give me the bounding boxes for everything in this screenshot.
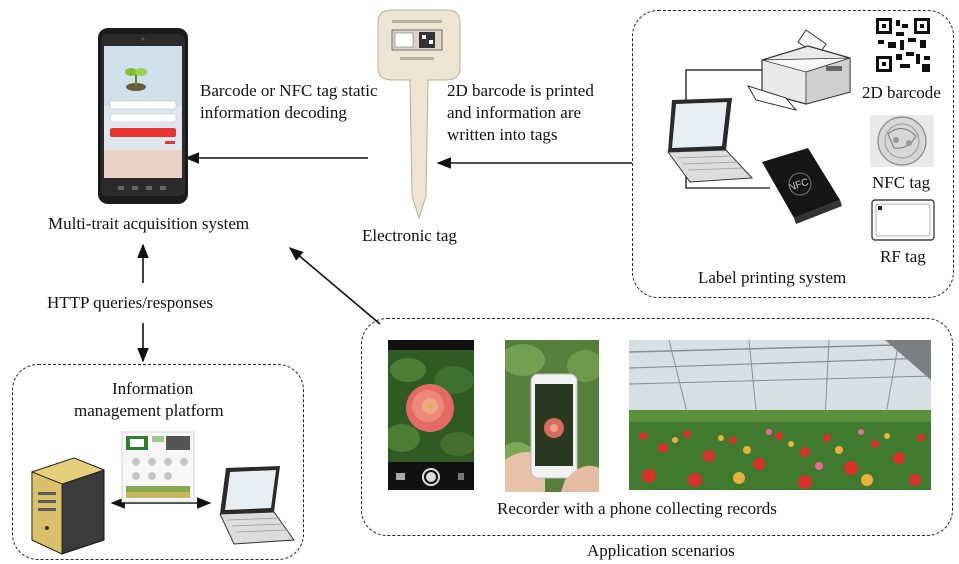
greenhouse-photo	[629, 340, 931, 490]
camera-app-photo	[388, 340, 474, 490]
printed-label-line3: written into tags	[447, 125, 558, 144]
info-platform-label-line2: management platform	[74, 401, 224, 420]
application-scenarios-label: Application scenarios	[587, 541, 735, 560]
http-label: HTTP queries/responses	[47, 293, 214, 312]
application-scenarios-box	[361, 318, 953, 536]
barcode-2d-label: 2D barcode	[862, 83, 941, 102]
info-platform-label-line1: Information	[112, 379, 194, 398]
electronic-tag-label: Electronic tag	[362, 226, 457, 245]
decoding-label-line1: Barcode or NFC tag static	[200, 81, 378, 100]
information-platform-box	[12, 364, 304, 560]
hand-phone-photo	[505, 340, 599, 492]
printed-label-line1: 2D barcode is printed	[447, 81, 594, 100]
label-printing-system-box	[632, 10, 954, 298]
printed-label-line2: and information are	[447, 103, 582, 122]
arrow-scenarios-to-system	[288, 247, 381, 325]
recorder-label: Recorder with a phone collecting records	[497, 499, 777, 518]
acquisition-system-label: Multi-trait acquisition system	[48, 214, 250, 233]
decoding-label-line2: information decoding	[200, 103, 347, 122]
label-printing-system-label: Label printing system	[698, 268, 847, 287]
nfc-tag-label: NFC tag	[872, 173, 931, 192]
rf-tag-label: RF tag	[880, 247, 926, 266]
connector-laptop-printer	[685, 69, 762, 100]
